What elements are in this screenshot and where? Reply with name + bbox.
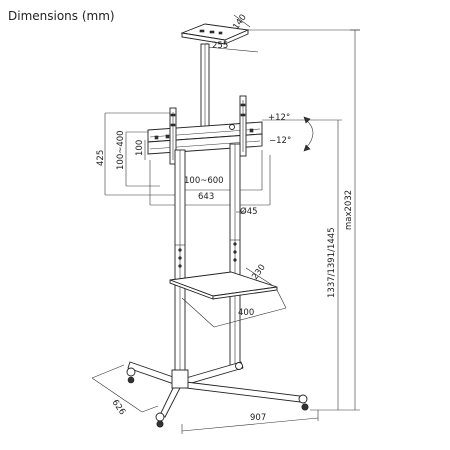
shelf xyxy=(169,267,287,328)
base-dimension-lines xyxy=(91,364,319,434)
camera-tray xyxy=(180,23,250,45)
label-shelf-depth: 230 xyxy=(250,263,268,282)
diagram-title: Dimensions (mm) xyxy=(8,9,115,23)
mounting-bracket xyxy=(147,121,263,155)
label-tilt-down: −12° xyxy=(269,136,291,146)
label-tilt-up: +12° xyxy=(268,113,290,123)
tilt-indicator xyxy=(303,116,314,152)
label-bracket-width: 643 xyxy=(198,192,214,202)
height-dimension-lines xyxy=(262,29,360,411)
label-top-depth: 140 xyxy=(231,13,249,32)
label-max-height: max2032 xyxy=(344,190,354,230)
camera-pole xyxy=(200,43,210,137)
label-top-width: 255 xyxy=(212,41,228,51)
label-small-100: 100 xyxy=(135,140,145,156)
label-height-425: 425 xyxy=(96,150,106,166)
label-base-depth: 626 xyxy=(110,398,128,417)
label-height-range: 1337/1391/1445 xyxy=(327,227,337,298)
base-frame xyxy=(126,361,309,428)
label-pole-diameter: Ø45 xyxy=(240,206,258,217)
vesa-arms xyxy=(169,95,247,165)
label-shelf-width: 400 xyxy=(238,308,254,318)
label-vesa-horizontal: 100~600 xyxy=(184,176,224,186)
label-vesa-vertical: 100~400 xyxy=(116,130,126,170)
label-base-width: 907 xyxy=(250,413,266,423)
